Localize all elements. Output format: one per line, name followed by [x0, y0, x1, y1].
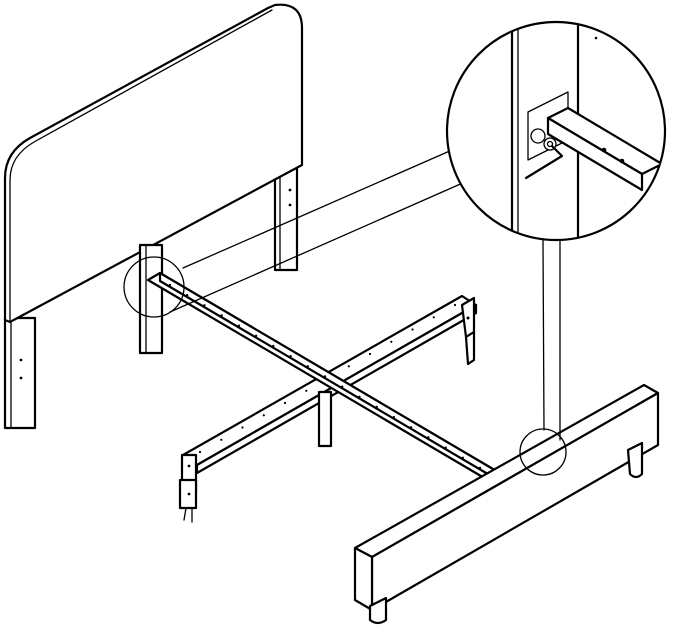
rail-hole: [262, 414, 265, 417]
center-leg: [317, 390, 333, 448]
rail-hole: [305, 389, 308, 392]
rail-hole: [453, 303, 457, 307]
rail-hole: [241, 426, 244, 429]
headboard: [3, 3, 304, 324]
rail-hole: [444, 446, 447, 449]
rail-hole: [358, 395, 361, 398]
detail-callout: [445, 20, 667, 242]
rail-hole: [283, 401, 287, 405]
rail-hole: [368, 352, 372, 356]
rail-hole: [168, 283, 172, 287]
right-headboard-leg: [273, 163, 299, 272]
rail-hole: [323, 375, 327, 378]
rail-hole: [432, 316, 435, 319]
rail-hole: [461, 456, 464, 459]
detail-marker-headboard: [123, 256, 185, 318]
rail-hole: [375, 405, 378, 409]
rail-hole: [237, 324, 241, 327]
rail-hole: [198, 450, 202, 454]
front-bracket: [178, 453, 198, 523]
rail-hole: [220, 438, 223, 441]
rail-hole: [220, 314, 223, 317]
rail-hole: [347, 365, 350, 368]
detail-marker-footboard: [519, 428, 567, 476]
rail-hole: [390, 340, 393, 343]
rail-hole: [254, 334, 258, 337]
rail-hole: [272, 344, 275, 348]
rail-hole: [409, 426, 413, 429]
rail-hole: [306, 365, 309, 368]
rail-hole: [427, 436, 430, 439]
rail-hole: [289, 355, 292, 358]
left-headboard-leg: [3, 316, 37, 430]
rail-hole: [341, 385, 344, 388]
rail-hole: [203, 304, 206, 307]
hex-key-icon: [524, 144, 564, 180]
callout-lines: [169, 149, 561, 441]
rail-hole: [392, 416, 396, 419]
rail-hole: [478, 466, 482, 470]
left-rear-leg: [138, 243, 164, 355]
rail-hole: [186, 294, 189, 297]
rail-hole: [411, 328, 414, 331]
footboard-leg: [368, 441, 644, 625]
